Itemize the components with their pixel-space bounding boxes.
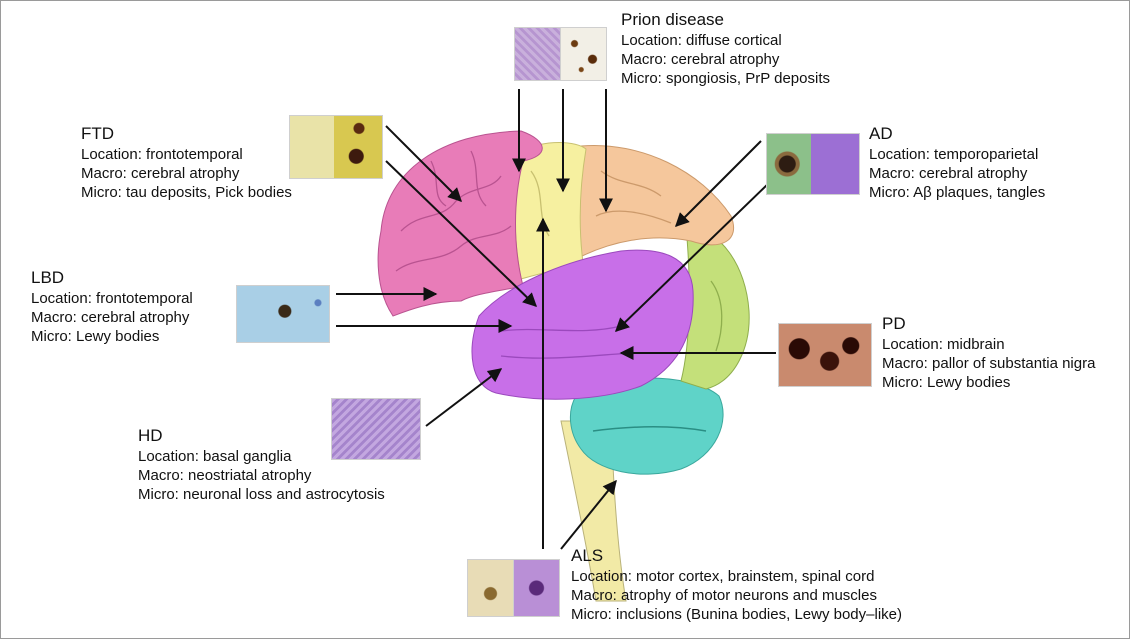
pd-histology-image (778, 323, 872, 387)
als-label: ALS Location: motor cortex, brainstem, s… (571, 545, 902, 624)
als-macro: Macro: atrophy of motor neurons and musc… (571, 586, 902, 605)
lbd-micro: Micro: Lewy bodies (31, 327, 193, 346)
ftd-label: FTD Location: frontotemporal Macro: cere… (81, 123, 292, 202)
prion-micro: Micro: spongiosis, PrP deposits (621, 69, 830, 88)
als-location: Location: motor cortex, brainstem, spina… (571, 567, 902, 586)
lbd-label: LBD Location: frontotemporal Macro: cere… (31, 267, 193, 346)
ftd-micro: Micro: tau deposits, Pick bodies (81, 183, 292, 202)
lbd-histology-image (236, 285, 330, 343)
lbd-title: LBD (31, 267, 193, 289)
hd-micro: Micro: neuronal loss and astrocytosis (138, 485, 385, 504)
ad-location: Location: temporoparietal (869, 145, 1045, 164)
prion-label: Prion disease Location: diffuse cortical… (621, 9, 830, 88)
lbd-location: Location: frontotemporal (31, 289, 193, 308)
pd-micro: Micro: Lewy bodies (882, 373, 1095, 392)
prion-title: Prion disease (621, 9, 830, 31)
prion-macro: Macro: cerebral atrophy (621, 50, 830, 69)
pd-location: Location: midbrain (882, 335, 1095, 354)
als-title: ALS (571, 545, 902, 567)
pd-label: PD Location: midbrain Macro: pallor of s… (882, 313, 1095, 392)
ftd-title: FTD (81, 123, 292, 145)
ad-micro: Micro: Aβ plaques, tangles (869, 183, 1045, 202)
als-micro: Micro: inclusions (Bunina bodies, Lewy b… (571, 605, 902, 624)
hd-macro: Macro: neostriatal atrophy (138, 466, 385, 485)
ftd-macro: Macro: cerebral atrophy (81, 164, 292, 183)
parietal-lobe (573, 145, 734, 259)
ad-title: AD (869, 123, 1045, 145)
prion-histology-image-2 (560, 27, 607, 81)
prion-histology-image-1 (514, 27, 561, 81)
arrow-hd (426, 369, 501, 426)
ad-histology-image (766, 133, 860, 195)
hd-location: Location: basal ganglia (138, 447, 385, 466)
pd-title: PD (882, 313, 1095, 335)
als-histology-image-1 (467, 559, 514, 617)
pd-macro: Macro: pallor of substantia nigra (882, 354, 1095, 373)
lbd-macro: Macro: cerebral atrophy (31, 308, 193, 327)
ad-label: AD Location: temporoparietal Macro: cere… (869, 123, 1045, 202)
als-histology-image-2 (513, 559, 560, 617)
ftd-location: Location: frontotemporal (81, 145, 292, 164)
hd-title: HD (138, 425, 385, 447)
hd-label: HD Location: basal ganglia Macro: neostr… (138, 425, 385, 504)
ftd-histology-image (289, 115, 383, 179)
prion-location: Location: diffuse cortical (621, 31, 830, 50)
ad-macro: Macro: cerebral atrophy (869, 164, 1045, 183)
motor-cortex (515, 143, 586, 280)
